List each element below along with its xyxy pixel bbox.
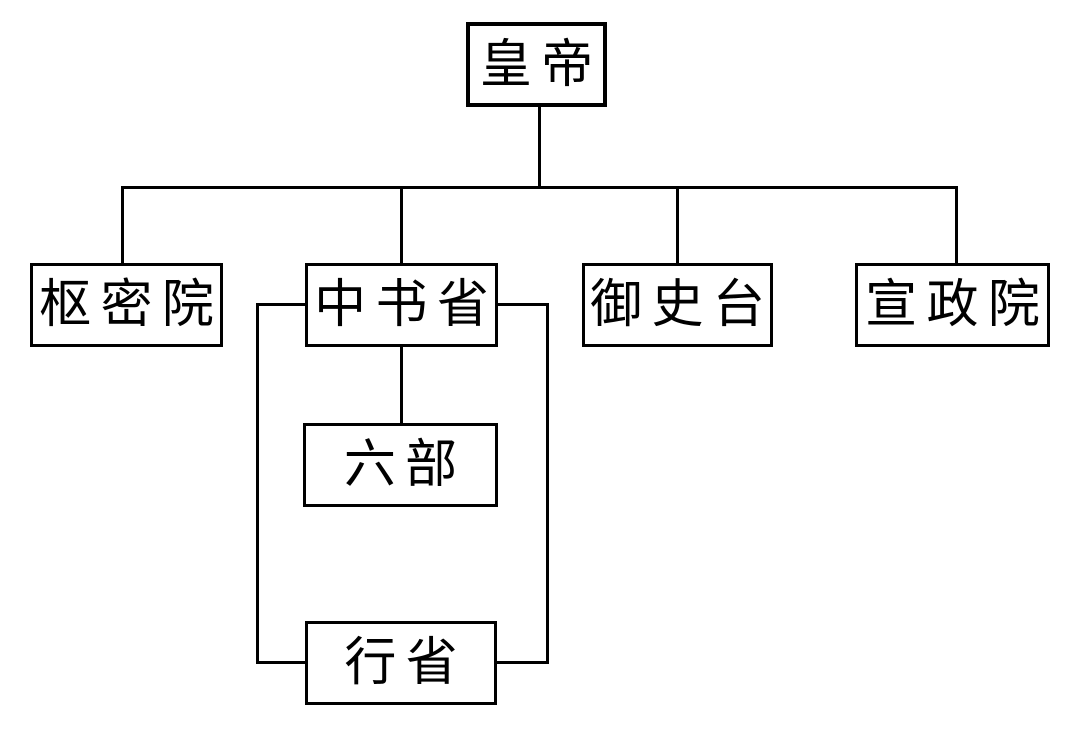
node-zhongshusheng-label: 中书省 (314, 275, 499, 335)
edge-zhongshusheng-to-liubu (400, 347, 403, 424)
edge-bus-to-shumiyuan (121, 186, 124, 264)
edge-zhongshusheng-right-stub (497, 303, 549, 306)
node-xingsheng-label: 行省 (344, 633, 468, 693)
edge-bus-to-zhongshusheng (400, 186, 403, 264)
node-xingsheng: 行省 (305, 621, 497, 705)
node-yushitai: 御史台 (582, 263, 773, 347)
edge-left-bracket-vertical (256, 303, 259, 664)
node-emperor-label: 皇帝 (479, 34, 603, 95)
node-xuanzhengyuan-label: 宣政院 (865, 275, 1050, 335)
edge-level2-bus (121, 186, 958, 189)
edge-emperor-to-bus (538, 105, 541, 189)
edge-bus-to-xuanzhengyuan (955, 186, 958, 264)
edge-xingsheng-right-stub (497, 661, 549, 664)
node-zhongshusheng: 中书省 (305, 263, 498, 347)
edge-right-bracket-vertical (546, 303, 549, 664)
node-liubu: 六部 (303, 423, 498, 507)
edge-zhongshusheng-left-stub (256, 303, 306, 306)
edge-xingsheng-left-stub (256, 661, 306, 664)
node-shumiyuan-label: 枢密院 (39, 275, 224, 335)
node-yushitai-label: 御史台 (590, 275, 775, 335)
node-emperor: 皇帝 (466, 22, 607, 107)
edge-bus-to-yushitai (676, 186, 679, 264)
node-liubu-label: 六部 (343, 435, 467, 495)
node-shumiyuan: 枢密院 (30, 263, 223, 347)
node-xuanzhengyuan: 宣政院 (855, 263, 1050, 347)
